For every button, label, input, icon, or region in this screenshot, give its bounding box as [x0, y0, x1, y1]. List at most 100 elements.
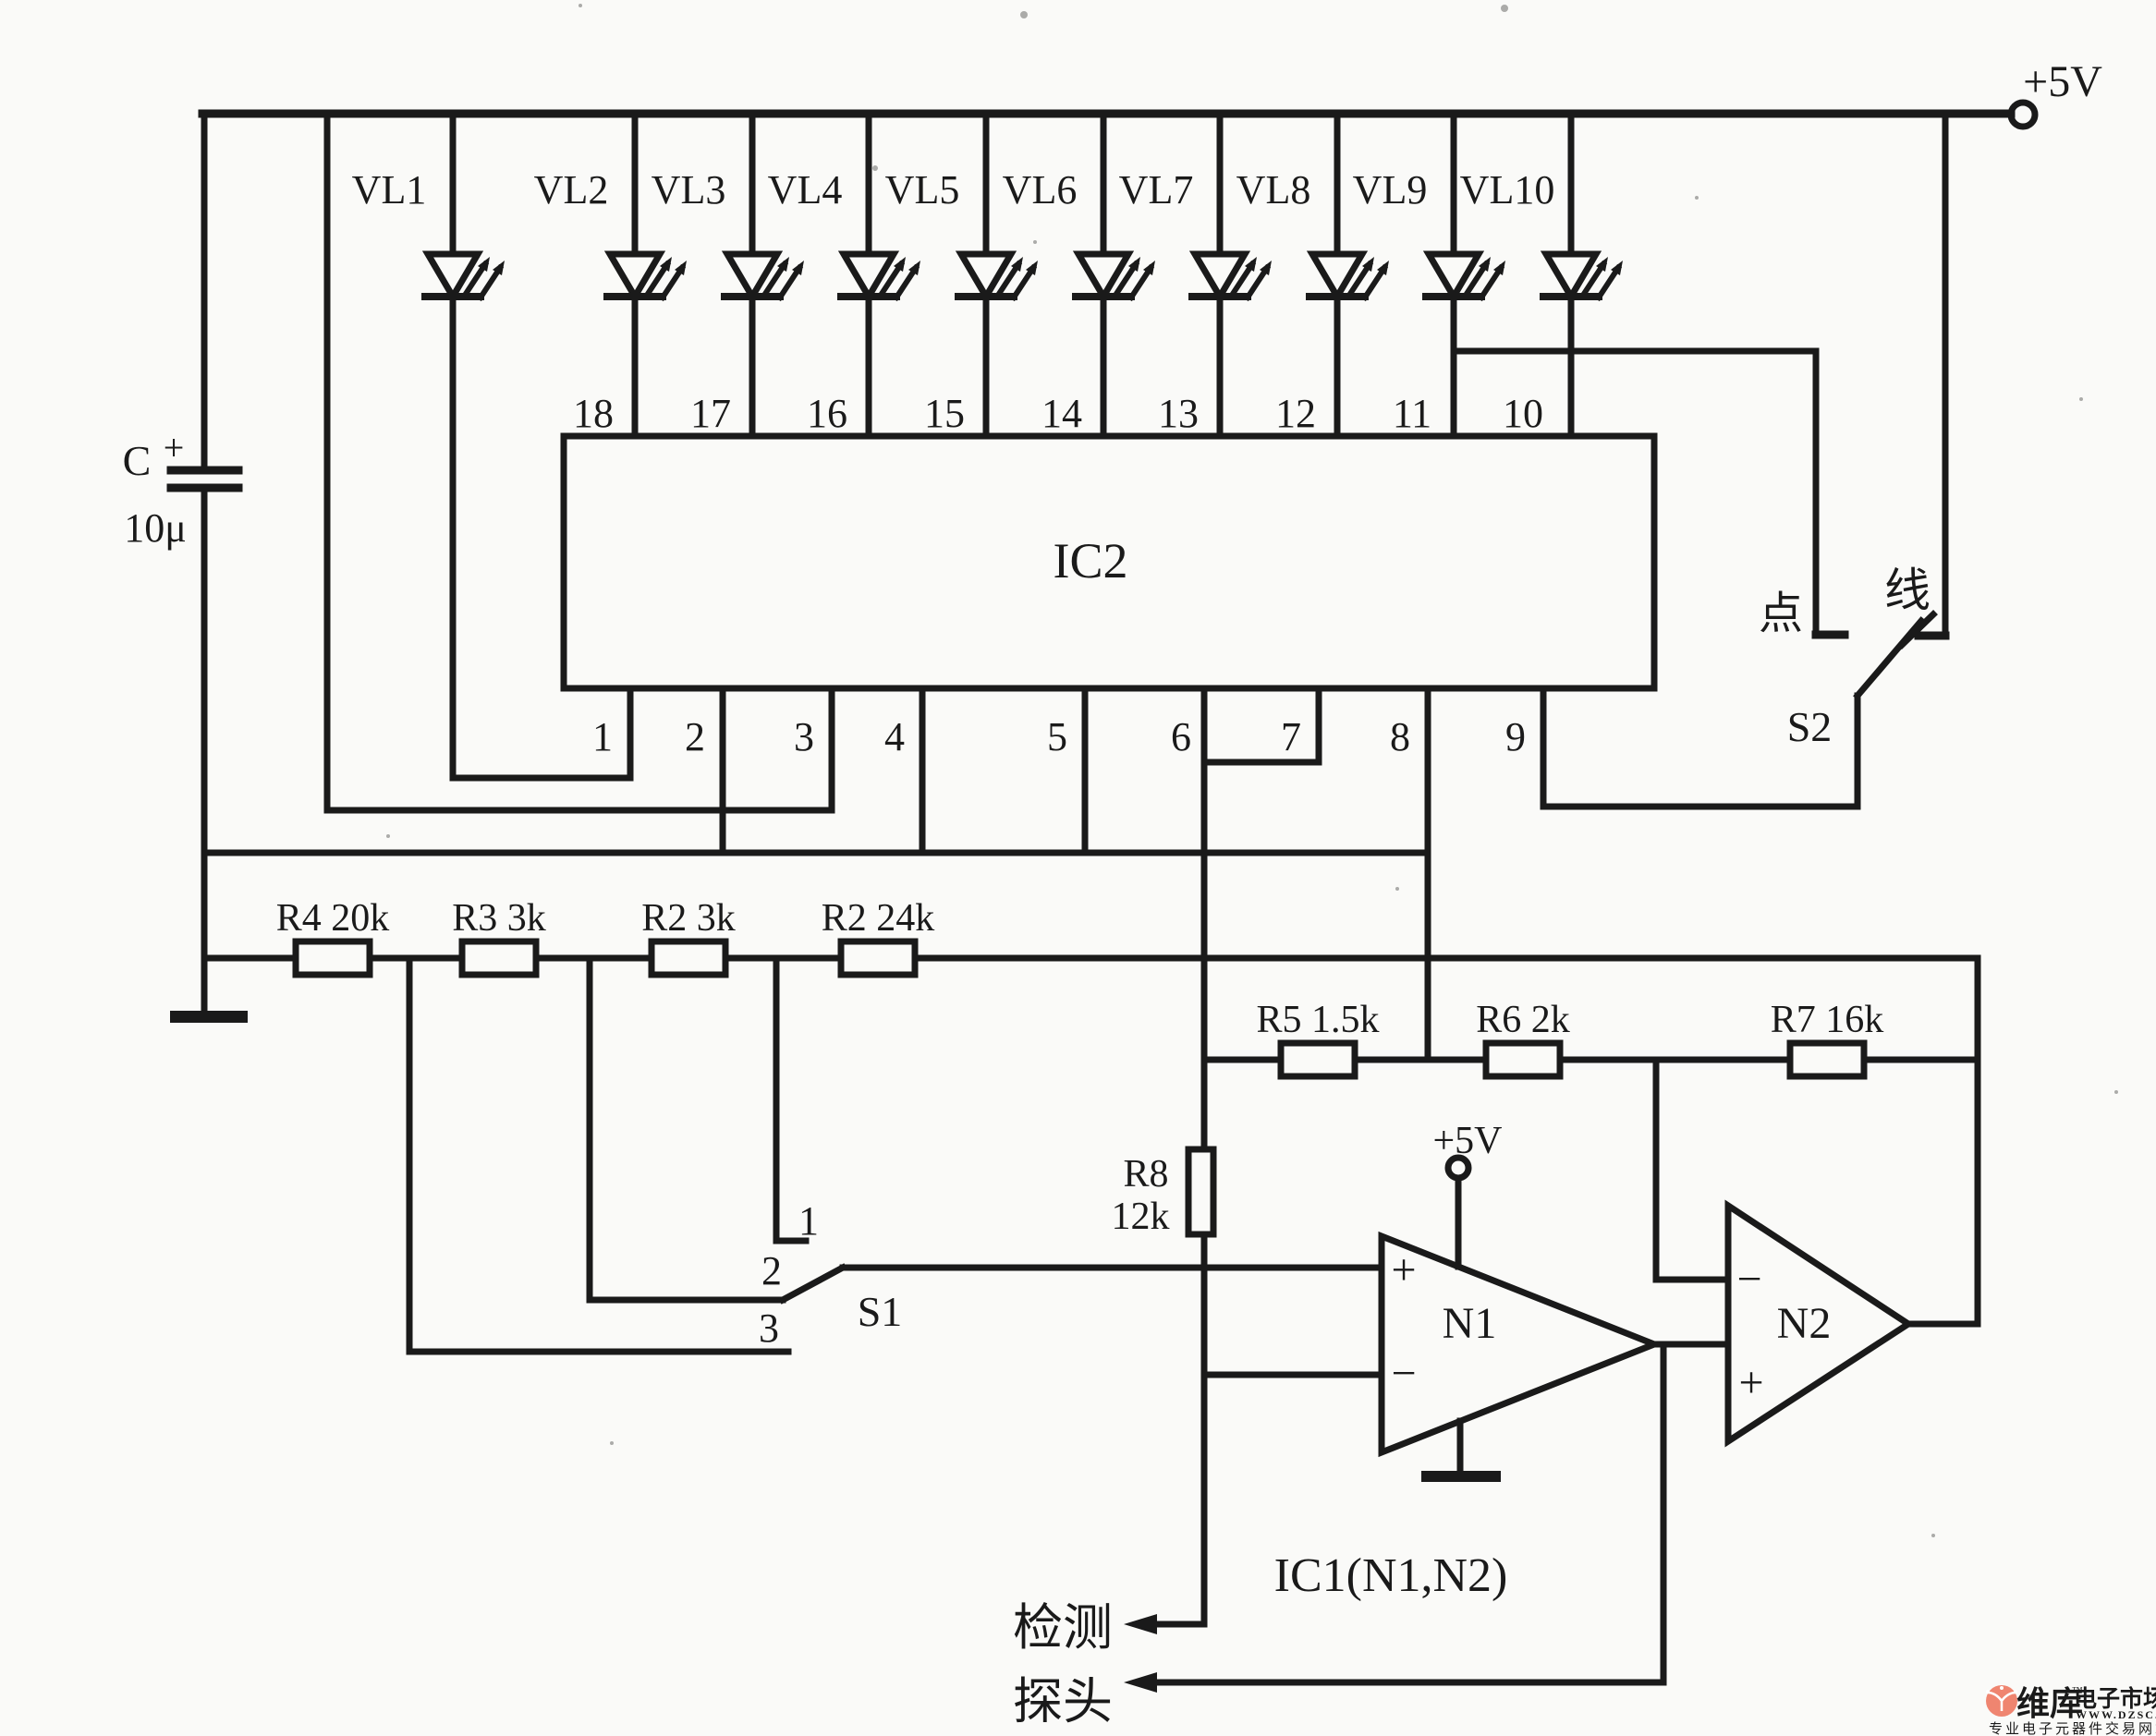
led-label: VL3 [652, 167, 726, 212]
s2-bar-label: 线 [1884, 565, 1931, 616]
ic2-top-pin-14: 14 [1041, 391, 1082, 436]
resistor-body [1277, 1039, 1358, 1080]
led-emission-arrow [1009, 263, 1038, 302]
led-triangle-icon [1422, 250, 1485, 303]
resistor-body [837, 938, 919, 978]
ic2-top-pin-13: 13 [1158, 391, 1199, 436]
led-triangle-icon [1540, 250, 1602, 303]
s2-dot-label: 点 [1759, 589, 1803, 638]
n1-power-label: +5V [1432, 1120, 1502, 1162]
led-emission-arrow [1594, 263, 1623, 302]
led-vl6: VL6 [1003, 110, 1155, 440]
led-emission-arrow [1462, 260, 1491, 298]
ic2-top-pin-18: 18 [573, 391, 614, 436]
led-emission-arrowhead-icon [1362, 257, 1374, 272]
led-label: VL7 [1119, 167, 1194, 212]
resistor-r6: R6 2k [1476, 999, 1570, 1080]
resistor-body [1786, 1039, 1868, 1080]
led-emission-arrow [1579, 260, 1608, 298]
resistor-r2: R2 24k [822, 897, 934, 978]
resistor-body [458, 938, 540, 978]
resistor-label: R5 1.5k [1256, 999, 1379, 1041]
led-emission-arrowhead-icon [908, 261, 920, 275]
r8-value: 12k [1112, 1196, 1170, 1238]
led-emission-arrow [1360, 263, 1389, 302]
led-label: VL10 [1460, 167, 1555, 212]
ic2-label: IC2 [1054, 533, 1128, 589]
watermark-url: WWW.DZSC.COM [2076, 1708, 2156, 1721]
resistor-r2: R2 3k [641, 897, 736, 978]
s1-contact-number-1: 1 [798, 1198, 819, 1244]
led-vl2: VL2 [534, 110, 687, 440]
watermark-suffix: 电子市场网 [2074, 1685, 2156, 1712]
ic2-top-pin-15: 15 [924, 391, 965, 436]
led-emission-arrowhead-icon [1128, 257, 1140, 272]
reference-resistors: R5 1.5k R6 2k R7 16k [1256, 999, 1884, 1080]
watermark-slogan: 专业电子元器件交易网站 [1989, 1720, 2156, 1736]
led-emission-arrowhead-icon [1011, 257, 1023, 272]
ic1-label: IC1(N1,N2) [1274, 1549, 1508, 1602]
led-emission-arrow [1346, 260, 1374, 298]
led-emission-arrowhead-icon [894, 257, 906, 272]
s1-contact-numbers: 123 [759, 1198, 819, 1351]
led-emission-arrow [1477, 263, 1505, 302]
ground-icon [170, 1011, 248, 1023]
ic2-top-pin-17: 17 [690, 391, 731, 436]
resistor-r8 [1185, 1146, 1217, 1238]
resistor-r3: R3 3k [452, 897, 546, 978]
ic2-bottom-pin-9: 9 [1505, 714, 1526, 759]
led-emission-arrow [775, 263, 804, 302]
resistor-label: R7 16k [1771, 999, 1884, 1041]
resistor-r5: R5 1.5k [1256, 999, 1380, 1080]
ic2-bottom-pin-2: 2 [685, 714, 705, 759]
led-emission-arrow [476, 263, 505, 302]
n1-minus-sign: − [1391, 1349, 1416, 1398]
watermark-tm: ™ [2072, 1684, 2083, 1697]
led-emission-arrow [892, 263, 920, 302]
ic2-top-pin-16: 16 [807, 391, 847, 436]
led-vl7: VL7 [1119, 110, 1272, 440]
led-emission-arrowhead-icon [478, 257, 490, 272]
led-label: VL4 [768, 167, 843, 212]
led-emission-arrow [877, 260, 906, 298]
plus5v-terminal-icon [2007, 99, 2039, 130]
watermark: 维库 ™ 电子市场网 WWW.DZSC.COM 专业电子元器件交易网站 [1986, 1684, 2156, 1736]
led-emission-arrowhead-icon [1260, 261, 1272, 275]
ic2-top-pin-11: 11 [1393, 391, 1431, 436]
led-emission-arrow [761, 260, 789, 298]
ic2-bottom-pin-3: 3 [794, 714, 814, 759]
capacitor-polarity: + [164, 427, 185, 468]
resistor-body [648, 938, 729, 978]
led-triangle-icon [1188, 250, 1251, 303]
n2-label: N2 [1777, 1299, 1832, 1348]
resistor-label: R2 3k [641, 897, 736, 940]
led-label: VL2 [534, 167, 609, 212]
led-label: VL9 [1353, 167, 1428, 212]
led-label: VL5 [885, 167, 960, 212]
ic2-body [560, 432, 1658, 692]
power-label: +5V [2023, 57, 2102, 106]
led-emission-arrow [1228, 260, 1257, 298]
led-emission-arrowhead-icon [1611, 261, 1623, 275]
capacitor-designator: C [123, 437, 152, 484]
led-emission-arrowhead-icon [1596, 257, 1608, 272]
resistor-label: R3 3k [452, 897, 546, 940]
s1-lever [778, 1263, 847, 1305]
led-triangle-icon [721, 250, 784, 303]
led-vl3: VL3 [652, 110, 804, 440]
led-triangle-icon [1306, 250, 1369, 303]
led-emission-arrow [994, 260, 1023, 298]
led-vl9: VL9 [1353, 110, 1505, 440]
resistor-body [1482, 1039, 1564, 1080]
arrow-left-icon [1124, 1672, 1157, 1693]
led-vl8: VL8 [1236, 110, 1389, 440]
s1-label: S1 [858, 1288, 903, 1335]
led-emission-arrowhead-icon [792, 261, 804, 275]
led-emission-arrowhead-icon [1377, 261, 1389, 275]
capacitor-value: 10μ [124, 505, 187, 551]
led-vl5: VL5 [885, 110, 1038, 440]
ic2-bottom-pin-7: 7 [1281, 714, 1301, 759]
ic2-bottom-pin-6: 6 [1171, 714, 1191, 759]
